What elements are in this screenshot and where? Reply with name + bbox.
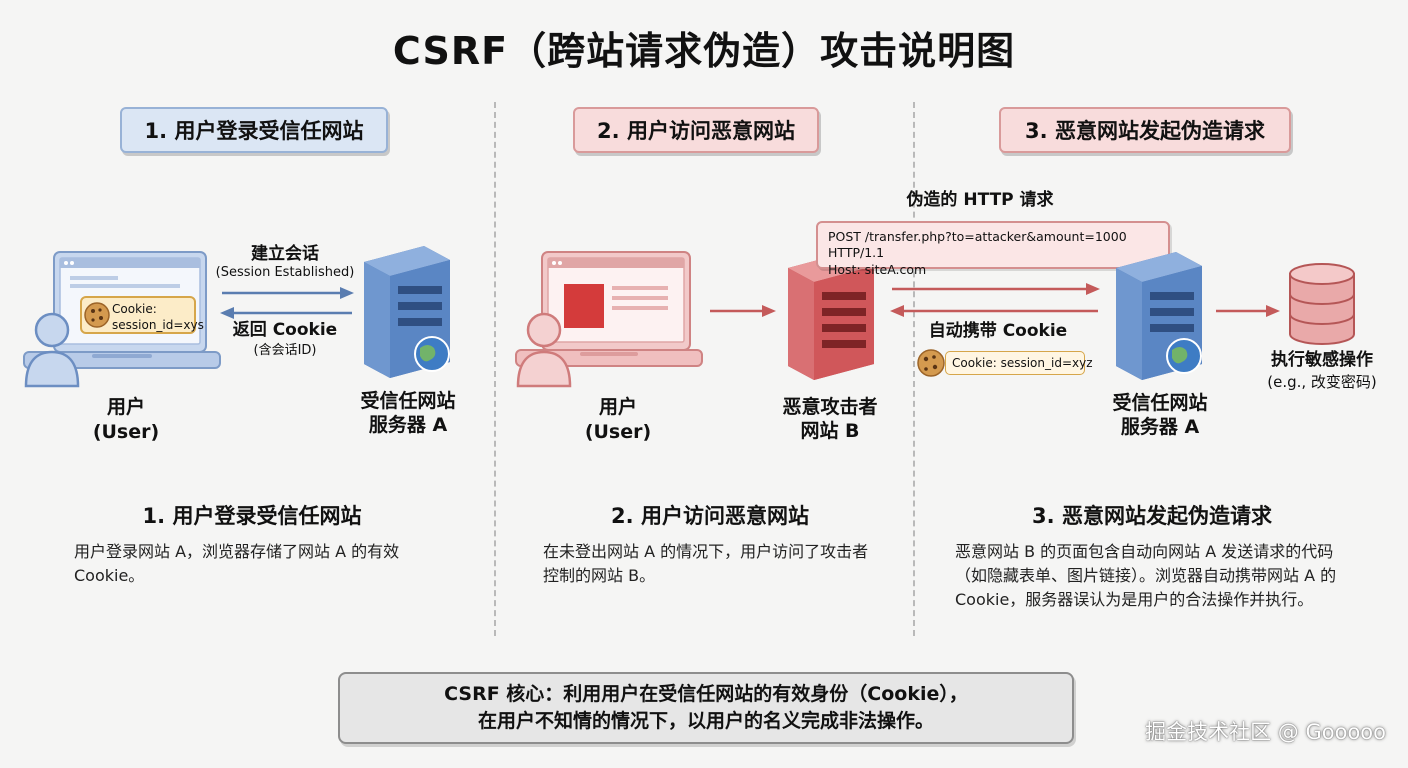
arrow-to-server — [220, 284, 354, 299]
arrow-response — [890, 302, 1100, 317]
forged-request-label: 伪造的 HTTP 请求 — [906, 190, 1054, 210]
core-summary-box: CSRF 核心：利用用户在受信任网站的有效身份（Cookie）， 在用户不知情的… — [338, 672, 1074, 744]
server-a-label: 受信任网站 — [360, 390, 456, 412]
section-title-2: 2. 用户访问恶意网站 — [611, 504, 809, 528]
step3-header: 3. 恶意网站发起伪造请求 — [999, 107, 1291, 153]
arrow-to-malicious — [708, 302, 776, 317]
user-icon — [22, 308, 82, 388]
database-icon — [1286, 262, 1358, 346]
session-established-sub: (Session Established) — [215, 265, 355, 280]
divider-right — [913, 102, 915, 636]
step1-header: 1. 用户登录受信任网站 — [120, 107, 388, 153]
section-title-1: 1. 用户登录受信任网站 — [142, 504, 362, 528]
server-icon — [358, 240, 458, 382]
core-line-1: CSRF 核心：利用用户在受信任网站的有效身份（Cookie）， — [444, 683, 968, 706]
request-line: POST /transfer.php?to=attacker&amount=10… — [828, 229, 1127, 261]
divider-left — [494, 102, 496, 636]
carry-cookie-box: Cookie: session_id=xyz — [945, 351, 1093, 375]
cookie-icon — [84, 301, 110, 334]
user-label-en: (User) — [584, 421, 652, 443]
return-cookie-label: 返回 Cookie — [232, 320, 338, 340]
step2-header: 2. 用户访问恶意网站 — [573, 107, 819, 153]
cookie-value: session_id=xys — [112, 317, 204, 332]
arrow-forged-request — [890, 280, 1100, 295]
malicious-site-label-2: 网站 B — [800, 420, 860, 442]
server-a-label-2: 服务器 A — [368, 414, 448, 436]
watermark: 掘金技术社区 @ Gooooo — [1145, 720, 1386, 744]
user-label: 用户 — [106, 396, 145, 418]
cookie-icon — [916, 348, 946, 378]
laptop-icon — [514, 250, 704, 376]
arrow-from-server — [220, 304, 354, 319]
user-icon — [514, 308, 574, 388]
diagram-title: CSRF（跨站请求伪造）攻击说明图 — [392, 29, 1016, 73]
section-desc-1: 用户登录网站 A，浏览器存储了网站 A 的有效 Cookie。 — [74, 542, 400, 585]
server-a-label: 受信任网站 — [1112, 392, 1208, 414]
return-cookie-sub: (含会话ID) — [253, 343, 317, 358]
malicious-site-label: 恶意攻击者 — [782, 396, 878, 418]
arrow-to-database — [1214, 302, 1280, 317]
request-host: Host: siteA.com — [828, 261, 927, 277]
core-line-2: 在用户不知情的情况下，以用户的名义完成非法操作。 — [477, 710, 934, 732]
section-desc-3: 恶意网站 B 的页面包含自动向网站 A 发送请求的代码（如隐藏表单、图片链接）。… — [955, 542, 1337, 609]
user-label: 用户 — [598, 396, 637, 418]
server-a-label-2: 服务器 A — [1120, 416, 1200, 438]
session-established-label: 建立会话 — [251, 244, 319, 264]
carry-cookie-label: 自动携带 Cookie — [928, 321, 1068, 341]
cookie-label: Cookie: — [112, 302, 157, 316]
section-title-3: 3. 恶意网站发起伪造请求 — [1032, 504, 1272, 528]
sensitive-action-label: 执行敏感操作 — [1271, 350, 1373, 370]
server-icon — [1110, 246, 1210, 384]
user-label-en: (User) — [92, 421, 160, 443]
section-desc-2: 在未登出网站 A 的情况下，用户访问了攻击者控制的网站 B。 — [543, 542, 869, 585]
cookie-box: Cookie: session_id=xys — [80, 296, 204, 334]
sensitive-action-sub: (e.g., 改变密码) — [1267, 373, 1377, 391]
http-request-box: POST /transfer.php?to=attacker&amount=10… — [816, 221, 1170, 277]
